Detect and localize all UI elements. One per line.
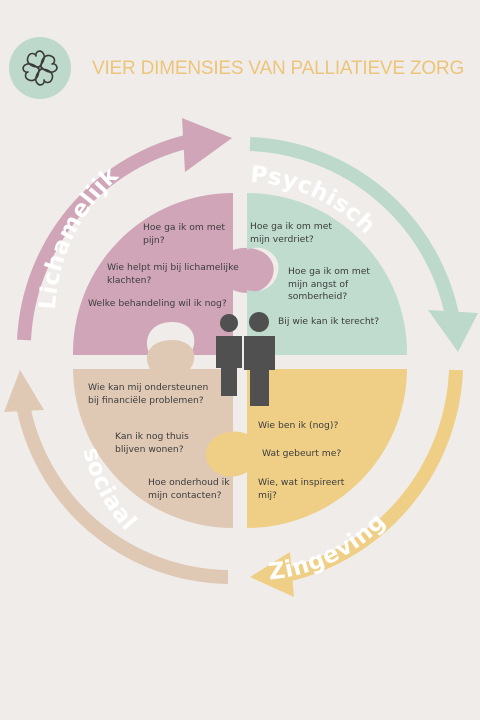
lichamelijk-quadrant	[72, 193, 274, 355]
people-icon	[216, 312, 275, 406]
lichamelijk-question-3: Welke behandeling wil ik nog?	[88, 298, 227, 309]
zingeving-arrow	[276, 369, 463, 584]
zingeving-quadrant	[205, 369, 407, 529]
lichamelijk-arrowhead	[182, 118, 232, 172]
zingeving-question-1: Wie ben ik (nog)?	[258, 420, 339, 431]
lichamelijk-arrow	[17, 131, 207, 341]
psychisch-question-3: Bij wie kan ik terecht?	[278, 316, 380, 327]
sociaal-quadrant	[73, 340, 233, 529]
zingeving-question-2: Wat gebeurt me?	[262, 448, 342, 459]
page-title: VIER DIMENSIES VAN PALLIATIEVE ZORG	[92, 58, 465, 79]
sociaal-arrowhead	[4, 370, 44, 412]
psychisch-quadrant	[247, 193, 408, 355]
sociaal-arrow	[15, 398, 229, 584]
psychisch-arrowhead	[428, 310, 478, 352]
clover-icon	[22, 50, 58, 86]
logo-badge	[9, 37, 71, 99]
zingeving-arrowhead	[250, 552, 294, 597]
psychisch-arrow	[249, 137, 459, 317]
